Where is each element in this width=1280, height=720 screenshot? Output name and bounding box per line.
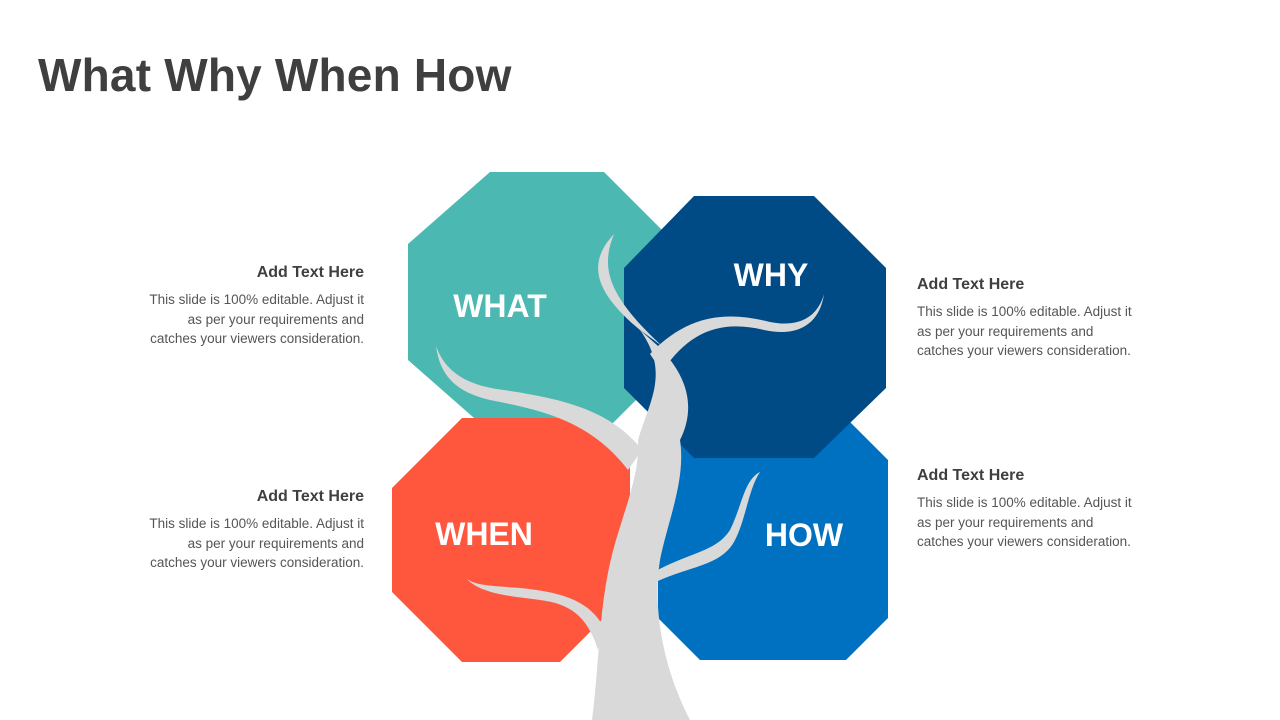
tree-graphic [436,234,824,720]
how-octagon [658,418,888,660]
text-block-body: This slide is 100% editable. Adjust it a… [917,304,1132,358]
text-block-heading: Add Text Here [917,276,1025,293]
text-block-bottom-right: Add Text Here This slide is 100% editabl… [917,467,1142,552]
text-block-body: This slide is 100% editable. Adjust it a… [149,516,364,570]
text-block-top-right: Add Text Here This slide is 100% editabl… [917,276,1142,361]
tree-branch-how [654,472,760,582]
what-label: WHAT [453,288,547,324]
how-label: HOW [765,517,844,553]
text-block-body: This slide is 100% editable. Adjust it a… [917,495,1132,549]
tree-branch-when [466,578,604,650]
text-block-body: This slide is 100% editable. Adjust it a… [149,292,364,346]
slide-title: What Why When How [38,49,512,101]
when-label: WHEN [435,516,533,552]
text-block-top-left: Add Text Here This slide is 100% editabl… [139,264,364,349]
tree-branch-what-left [436,346,642,470]
tree-branch-why [650,294,824,372]
why-label: WHY [734,257,809,293]
text-block-heading: Add Text Here [917,467,1025,484]
tree-trunk [592,440,690,720]
text-block-heading: Add Text Here [256,488,364,505]
text-block-bottom-left: Add Text Here This slide is 100% editabl… [139,488,364,573]
what-octagon [408,172,676,432]
text-block-heading: Add Text Here [256,264,364,281]
tree-branch-what-top [598,234,662,346]
tree-branch-main [638,330,689,440]
